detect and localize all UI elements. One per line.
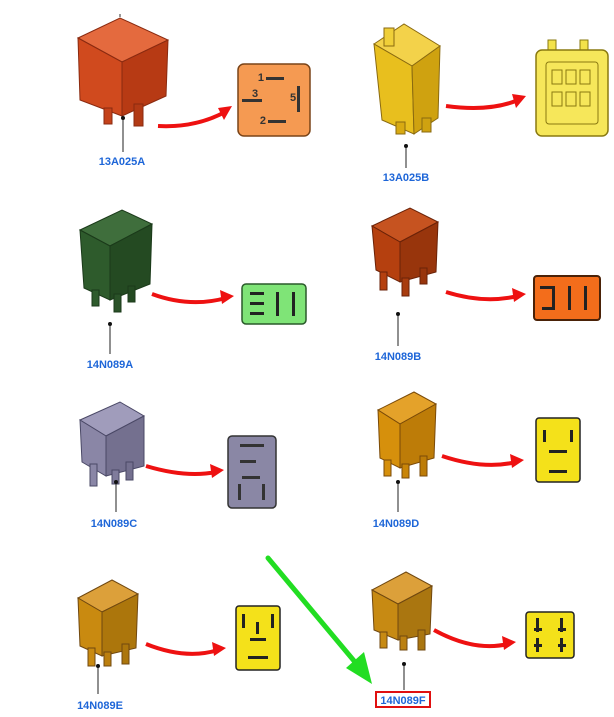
relay-label: 14N089F <box>380 695 426 707</box>
pin-face <box>535 39 609 137</box>
green-pointer-arrow <box>265 555 372 684</box>
relay-body <box>78 209 154 313</box>
relay-body <box>370 571 434 651</box>
relay-label: 14N089D <box>373 518 420 530</box>
pin-number: 3 <box>252 88 258 100</box>
relay-13A025A: 13A025A 1 3 5 2 <box>76 14 311 168</box>
relay-14N089F: 14N089F <box>370 571 575 708</box>
pin-face <box>535 417 581 483</box>
pin-number: 2 <box>260 115 266 127</box>
relay-body <box>370 207 440 297</box>
pin-face <box>241 283 307 325</box>
relay-body <box>373 23 441 135</box>
relay-body <box>376 391 438 479</box>
pin-number: 5 <box>290 92 296 104</box>
pin-face <box>227 435 277 509</box>
arrow <box>445 98 519 110</box>
highlight-box <box>375 691 431 708</box>
relay-label: 14N089A <box>87 359 134 371</box>
pin-number: 1 <box>258 72 264 84</box>
relay-label: 13A025A <box>99 156 146 168</box>
relay-body <box>78 401 146 487</box>
arrow <box>145 464 217 476</box>
pin-face <box>235 605 281 671</box>
relay-label: 14N089C <box>91 518 138 530</box>
arrow <box>151 292 227 305</box>
relay-label: 14N089E <box>77 700 123 712</box>
arrow <box>441 454 517 467</box>
relay-14N089C: 14N089C <box>78 401 277 530</box>
relay-label: 14N089B <box>375 351 422 363</box>
relay-body <box>76 14 170 127</box>
relay-13A025B: 13A025B <box>373 23 609 184</box>
pin-face <box>533 275 601 321</box>
arrow <box>445 290 519 302</box>
relay-body <box>76 579 140 667</box>
relay-14N089D: 14N089D <box>373 391 581 530</box>
relay-14N089A: 14N089A <box>78 209 307 371</box>
arrow <box>157 110 226 129</box>
relay-14N089E: 14N089E <box>76 579 281 712</box>
relay-14N089B: 14N089B <box>370 207 601 363</box>
pin-face: 1 3 5 2 <box>237 63 311 137</box>
arrow <box>433 628 509 649</box>
pin-face <box>525 611 575 659</box>
relay-label: 13A025B <box>383 172 430 184</box>
arrow <box>145 642 219 656</box>
